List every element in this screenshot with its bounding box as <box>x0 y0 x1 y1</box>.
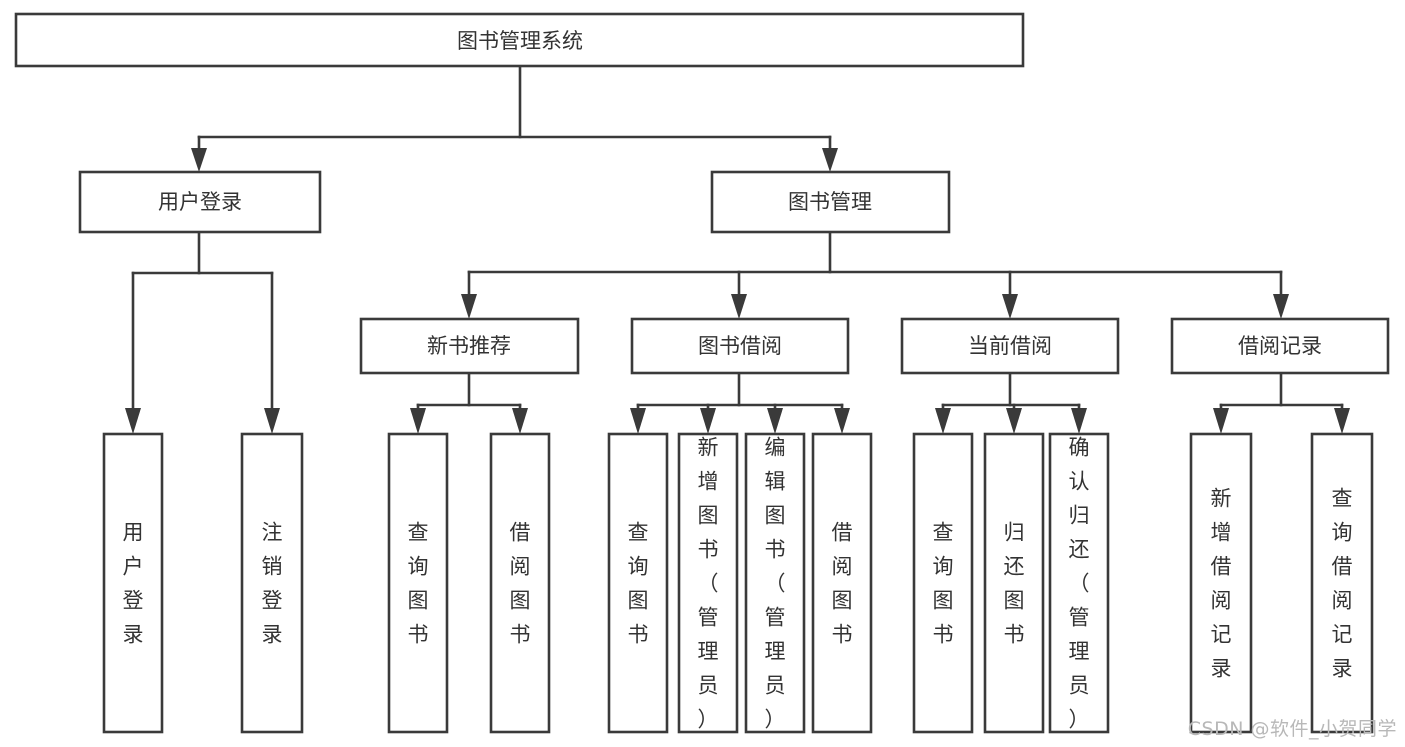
node-new-book-recommend[interactable]: 新书推荐 <box>359 317 580 375</box>
arrowhead-leaf-add-record <box>1213 408 1229 434</box>
leaf-confirm-return[interactable]: 确认归还（管理员） <box>1048 432 1110 734</box>
leaf-query-record-label: 查询借阅记录 <box>1332 486 1353 680</box>
node-borrow-record-box[interactable] <box>1170 317 1390 375</box>
leaf-user-login-label: 用户登录 <box>123 520 144 646</box>
node-current-borrow-box[interactable] <box>900 317 1120 375</box>
leaf-query-book-3-box[interactable] <box>912 432 974 734</box>
leaf-return-book-box[interactable] <box>983 432 1045 734</box>
leaf-edit-book-box[interactable] <box>744 432 806 734</box>
node-root-box[interactable] <box>14 12 1025 68</box>
node-book-borrow-label: 图书借阅 <box>698 334 782 358</box>
arrowhead-current-borrow <box>1002 294 1018 319</box>
node-new-book-recommend-box[interactable] <box>359 317 580 375</box>
node-book-borrow-box[interactable] <box>630 317 850 375</box>
leaf-confirm-return-label: 确认归还（管理员） <box>1069 435 1090 731</box>
leaf-query-book-1[interactable]: 查询图书 <box>387 432 449 734</box>
arrowhead-leaf-edit-book <box>767 408 783 434</box>
leaf-add-book[interactable]: 新增图书（管理员） <box>677 432 739 734</box>
arrowhead-leaf-return-book <box>1006 408 1022 434</box>
node-root-label: 图书管理系统 <box>457 29 583 53</box>
node-current-borrow[interactable]: 当前借阅 <box>900 317 1120 375</box>
arrowhead-leaf-query-book-2 <box>630 408 646 434</box>
leaf-query-record[interactable]: 查询借阅记录 <box>1310 432 1374 734</box>
leaf-return-book[interactable]: 归还图书 <box>983 432 1045 734</box>
node-new-book-recommend-label: 新书推荐 <box>427 334 511 358</box>
node-user-login-label: 用户登录 <box>158 190 242 214</box>
leaf-query-book-2-label: 查询图书 <box>628 520 649 646</box>
node-book-management-box[interactable] <box>710 170 951 234</box>
node-book-management[interactable]: 图书管理 <box>710 170 951 234</box>
leaf-edit-book[interactable]: 编辑图书（管理员） <box>744 432 806 734</box>
node-borrow-record[interactable]: 借阅记录 <box>1170 317 1390 375</box>
leaf-query-book-2-box[interactable] <box>607 432 669 734</box>
leaf-add-record[interactable]: 新增借阅记录 <box>1189 432 1253 734</box>
arrowhead-leaf-query-book-1 <box>410 408 426 434</box>
arrowhead-leaf-query-book-3 <box>935 408 951 434</box>
leaf-borrow-book-2-box[interactable] <box>811 432 873 734</box>
leaf-add-book-box[interactable] <box>677 432 739 734</box>
leaf-logout-login-label: 注销登录 <box>262 520 283 646</box>
leaf-borrow-book-1[interactable]: 借阅图书 <box>489 432 551 734</box>
leaf-edit-book-label: 编辑图书（管理员） <box>765 435 786 731</box>
arrowhead-book-management <box>822 148 838 172</box>
leaf-query-book-3[interactable]: 查询图书 <box>912 432 974 734</box>
node-root[interactable]: 图书管理系统 <box>14 12 1025 68</box>
leaf-query-record-box[interactable] <box>1310 432 1374 734</box>
leaf-add-record-box[interactable] <box>1189 432 1253 734</box>
connector-group <box>125 64 1350 434</box>
arrowhead-leaf-borrow-book-2 <box>834 408 850 434</box>
leaf-user-login[interactable]: 用户登录 <box>102 432 164 734</box>
leaf-query-book-2[interactable]: 查询图书 <box>607 432 669 734</box>
leaf-borrow-book-1-box[interactable] <box>489 432 551 734</box>
leaf-logout-login[interactable]: 注销登录 <box>240 432 304 734</box>
node-borrow-record-label: 借阅记录 <box>1238 334 1322 358</box>
leaf-return-book-label: 归还图书 <box>1004 520 1025 646</box>
node-current-borrow-label: 当前借阅 <box>968 334 1052 358</box>
node-user-login[interactable]: 用户登录 <box>78 170 322 234</box>
arrowhead-leaf-add-book <box>700 408 716 434</box>
arrowhead-borrow-record <box>1273 294 1289 319</box>
arrowhead-new-book-recommend <box>461 294 477 319</box>
leaf-add-book-label: 新增图书（管理员） <box>698 435 719 731</box>
arrowhead-leaf-query-record <box>1334 408 1350 434</box>
arrowhead-book-borrow <box>731 294 747 319</box>
leaf-query-book-1-label: 查询图书 <box>408 520 429 646</box>
arrowhead-leaf-borrow-book-1 <box>512 408 528 434</box>
leaf-query-book-3-label: 查询图书 <box>933 520 954 646</box>
leaf-confirm-return-box[interactable] <box>1048 432 1110 734</box>
arrowhead-leaf-confirm-return <box>1071 408 1087 434</box>
leaf-borrow-book-2-label: 借阅图书 <box>832 520 853 646</box>
leaf-add-record-label: 新增借阅记录 <box>1211 486 1232 680</box>
node-user-login-box[interactable] <box>78 170 322 234</box>
leaf-logout-login-box[interactable] <box>240 432 304 734</box>
leaf-query-book-1-box[interactable] <box>387 432 449 734</box>
leaf-borrow-book-1-label: 借阅图书 <box>510 520 531 646</box>
arrowhead-leaf-user-login <box>125 408 141 434</box>
leaf-user-login-box[interactable] <box>102 432 164 734</box>
node-book-borrow[interactable]: 图书借阅 <box>630 317 850 375</box>
arrowhead-leaf-logout-login <box>264 408 280 434</box>
node-book-management-label: 图书管理 <box>788 190 872 214</box>
leaf-borrow-book-2[interactable]: 借阅图书 <box>811 432 873 734</box>
arrowhead-user-login <box>191 148 207 172</box>
